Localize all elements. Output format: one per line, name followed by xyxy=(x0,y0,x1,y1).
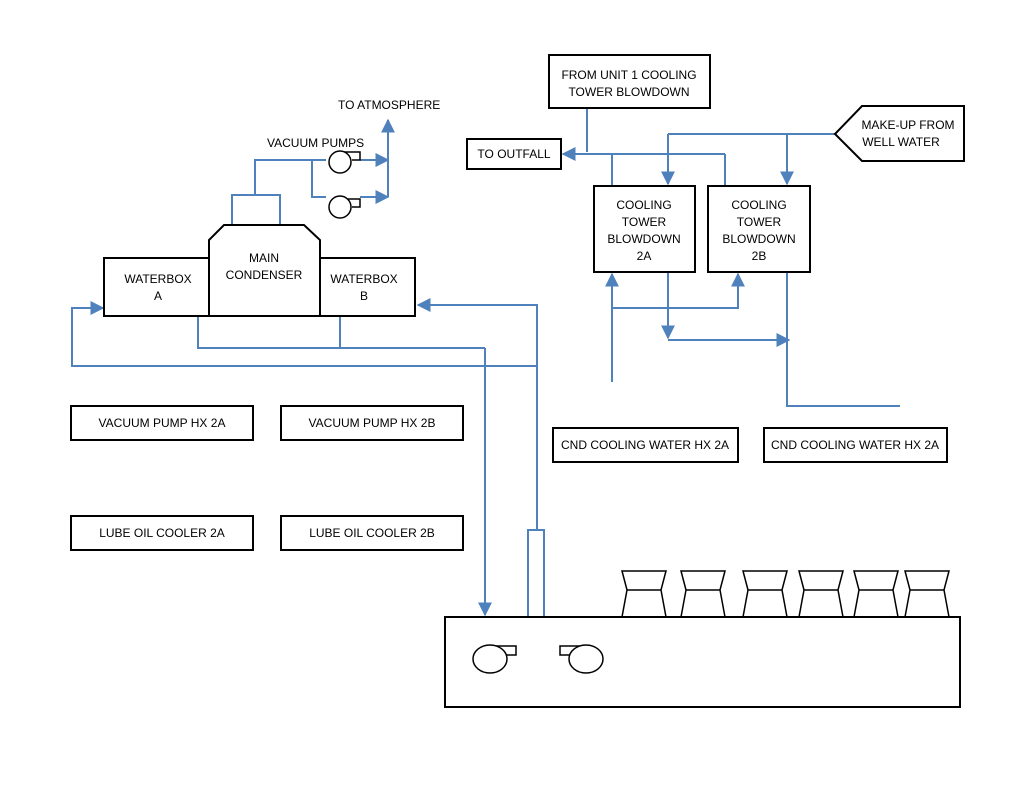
vp-hx-2b-label: VACUUM PUMP HX 2B xyxy=(309,416,436,430)
waterbox-b: WATERBOX B xyxy=(317,257,416,317)
pipe-ct2b-return xyxy=(786,272,900,407)
ct2a-line2: TOWER xyxy=(622,215,667,229)
cooling-tower-2a-box: COOLING TOWER BLOWDOWN 2A xyxy=(593,185,696,273)
waterbox-a: WATERBOX A xyxy=(103,257,211,317)
waterbox-a-line2: A xyxy=(154,289,162,303)
waterbox-b-line2: B xyxy=(360,289,368,303)
vacuum-pump-hx-2b-box: VACUUM PUMP HX 2B xyxy=(280,405,464,441)
ct2a-line4: 2A xyxy=(637,249,652,263)
ct2b-line2: TOWER xyxy=(737,215,782,229)
cooling-tower-fan-1 xyxy=(621,570,667,618)
cnd-cooling-water-hx-box-2: CND COOLING WATER HX 2A xyxy=(763,427,948,463)
circ-water-pump-2 xyxy=(559,644,604,674)
pipe-vacuum-header-down xyxy=(311,160,326,198)
ct2b-line4: 2B xyxy=(752,249,767,263)
cooling-tower-basin xyxy=(444,616,961,708)
cooling-tower-fan-5 xyxy=(853,570,899,618)
vacuum-pump-1 xyxy=(328,150,361,174)
vp-hx-2a-label: VACUUM PUMP HX 2A xyxy=(99,416,226,430)
cooling-tower-fan-4 xyxy=(798,570,844,618)
lube-2b-label: LUBE OIL COOLER 2B xyxy=(309,526,435,540)
from-unit1-line2: TOWER BLOWDOWN xyxy=(568,85,689,99)
cnd-cooling-water-hx-box-1: CND COOLING WATER HX 2A xyxy=(552,427,739,463)
lube-2a-label: LUBE OIL COOLER 2A xyxy=(99,526,225,540)
cooling-tower-fans xyxy=(621,570,950,618)
main-condenser-line1: MAIN xyxy=(249,251,279,265)
pipes xyxy=(71,108,900,649)
pipe-supply-riser xyxy=(416,298,538,530)
vacuum-pump-hx-2a-box: VACUUM PUMP HX 2A xyxy=(70,405,254,441)
to-outfall-box: TO OUTFALL xyxy=(466,138,562,170)
ct2b-line3: BLOWDOWN xyxy=(722,232,795,246)
to-outfall-label: TO OUTFALL xyxy=(477,147,550,161)
lube-oil-cooler-2b-box: LUBE OIL COOLER 2B xyxy=(280,515,464,551)
cnd-hx-1-label: CND COOLING WATER HX 2A xyxy=(561,438,729,452)
makeup-line1: MAKE-UP FROM xyxy=(861,118,954,132)
vacuum-pump-2 xyxy=(328,195,361,219)
cooling-tower-fan-6 xyxy=(904,570,950,618)
waterbox-b-line1: WATERBOX xyxy=(330,272,397,286)
lube-oil-cooler-2a-box: LUBE OIL COOLER 2A xyxy=(70,515,254,551)
cnd-hx-2-label: CND COOLING WATER HX 2A xyxy=(771,438,939,452)
pipe-supply-to-2b xyxy=(612,272,745,309)
circ-water-pump-1 xyxy=(472,644,517,674)
pipe-condenser-to-vacuum-header xyxy=(254,159,312,195)
main-condenser-line2: CONDENSER xyxy=(226,268,303,282)
from-unit1-line1: FROM UNIT 1 COOLING xyxy=(561,68,696,82)
makeup-box: MAKE-UP FROM WELL WATER xyxy=(833,105,965,162)
pipe-waterbox-outlet xyxy=(197,316,485,349)
ct2b-line1: COOLING xyxy=(731,198,786,212)
cooling-tower-2b-box: COOLING TOWER BLOWDOWN 2B xyxy=(707,185,811,273)
pipe-condenser-stub xyxy=(231,194,281,225)
vacuum-pumps-label: VACUUM PUMPS xyxy=(267,136,364,150)
makeup-line2: WELL WATER xyxy=(862,135,940,149)
pipe-waterbox-a-return xyxy=(71,301,537,367)
cooling-tower-fan-3 xyxy=(742,570,788,618)
cooling-tower-fan-2 xyxy=(680,570,726,618)
waterbox-a-line1: WATERBOX xyxy=(124,272,191,286)
to-atmosphere-label: TO ATMOSPHERE xyxy=(338,98,440,112)
from-unit1-box: FROM UNIT 1 COOLING TOWER BLOWDOWN xyxy=(548,54,711,109)
ct2a-line3: BLOWDOWN xyxy=(607,232,680,246)
main-condenser: MAIN CONDENSER xyxy=(208,224,321,317)
ct2a-line1: COOLING xyxy=(616,198,671,212)
